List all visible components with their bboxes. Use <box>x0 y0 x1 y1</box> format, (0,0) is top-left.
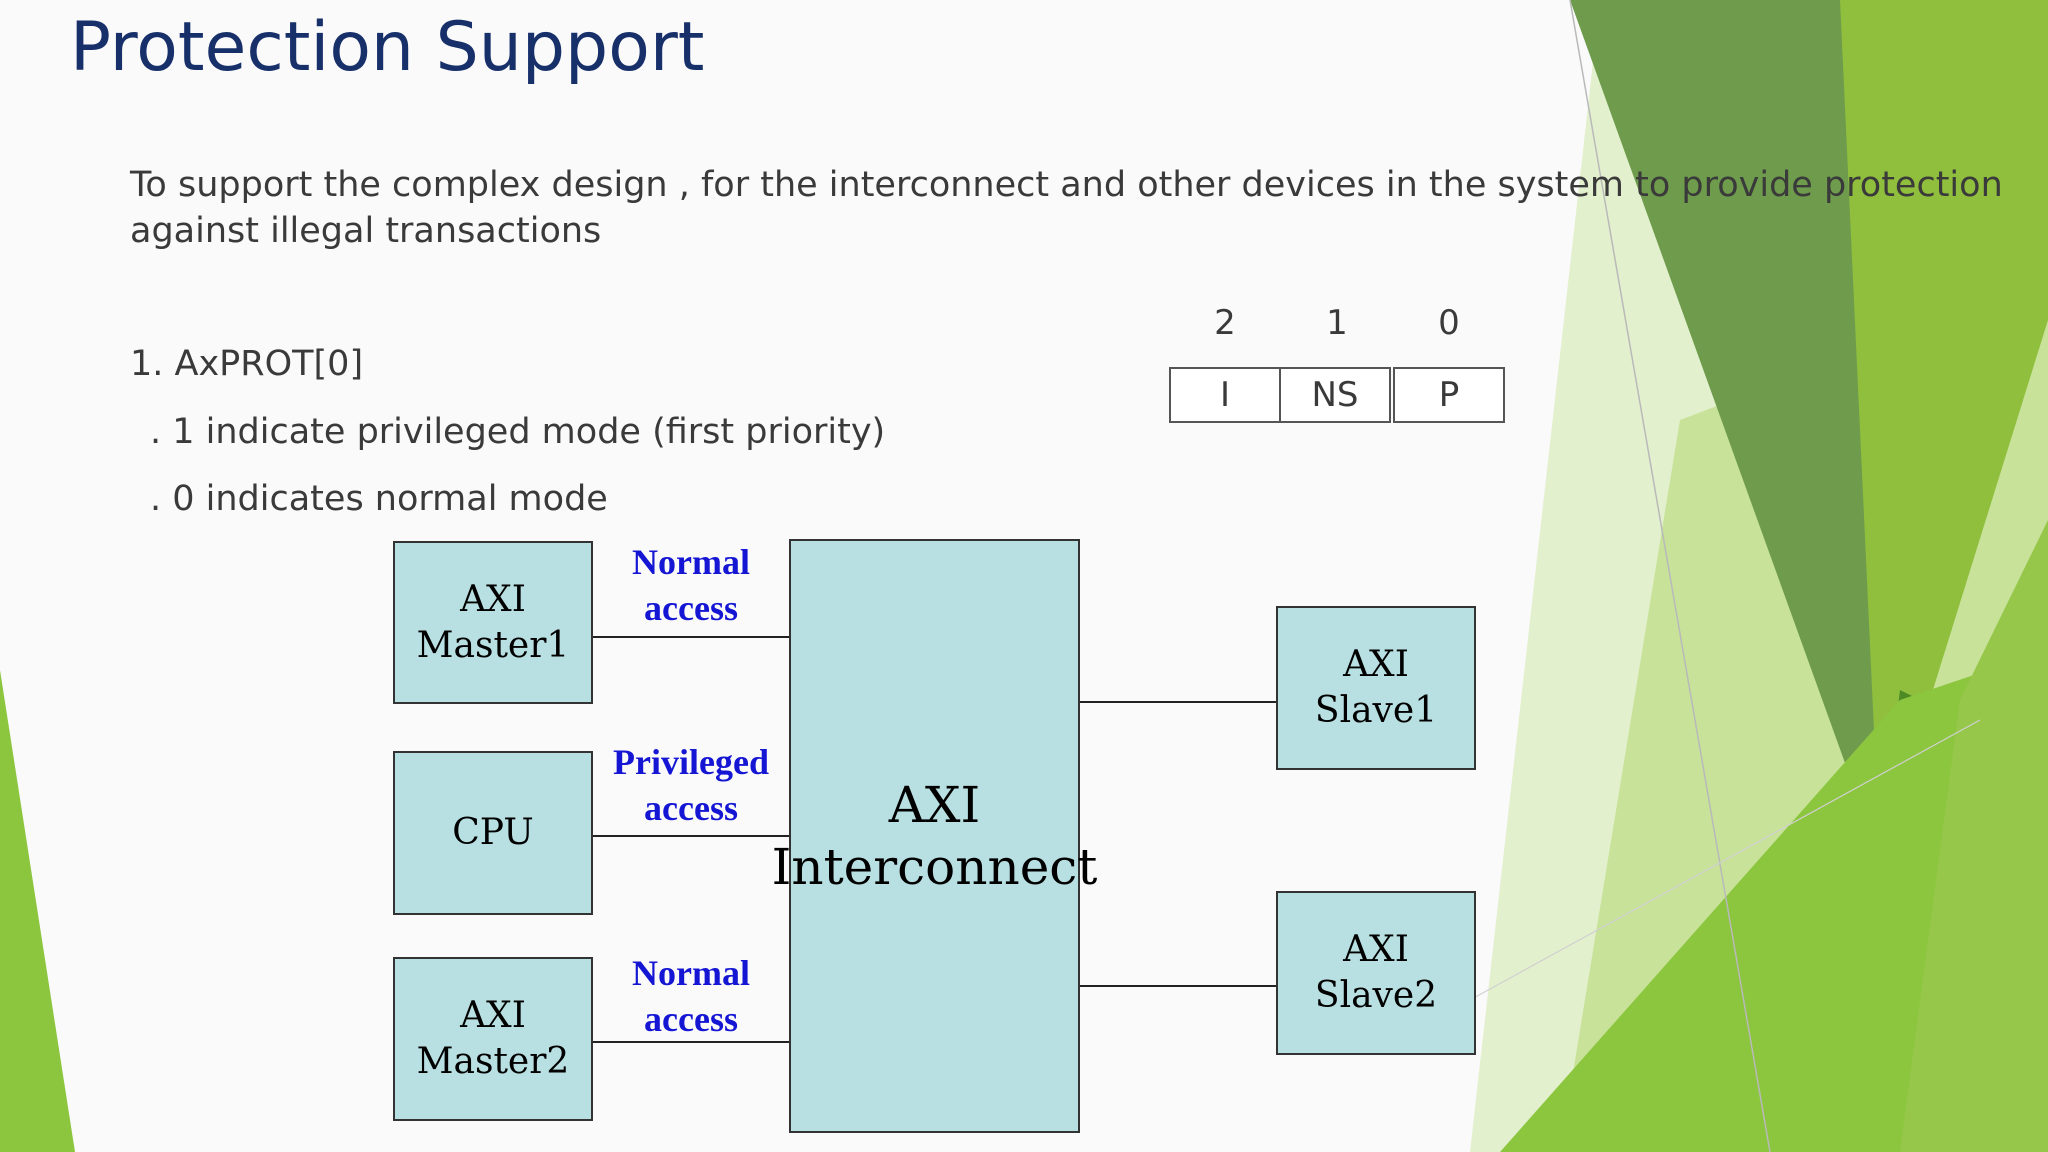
node-axi-interconnect: AXI Interconnect <box>772 539 1097 1133</box>
right-bottom-panel <box>1500 650 2048 1152</box>
node-cpu-line1: CPU <box>452 812 534 853</box>
bullet-privileged: . 1 indicate privileged mode (first prio… <box>150 412 886 452</box>
edge-cpu-interconnect <box>592 835 790 837</box>
edge-label-master2: Normal access <box>592 950 790 1042</box>
node-axi-master1-line1: AXI <box>460 578 526 620</box>
right-mid-panel <box>1840 0 2048 860</box>
node-axi-slave2-line2: Slave2 <box>1314 975 1438 1016</box>
bit-number-1: 1 <box>1326 303 1348 343</box>
node-axi-slave2-line1: AXI <box>1343 929 1409 970</box>
edge-label-cpu-line2: access <box>644 788 738 828</box>
node-axi-master1-line2: Master1 <box>416 624 570 666</box>
bit-field-i: I <box>1169 367 1281 423</box>
bit-field-p: P <box>1393 367 1505 423</box>
node-axi-slave1-line2: Slave1 <box>1314 690 1438 731</box>
thin-line-2 <box>1469 719 1981 1001</box>
edge-interconnect-slave1 <box>1078 701 1278 703</box>
slide-title: Protection Support <box>70 8 705 87</box>
edge-interconnect-slave2 <box>1078 985 1278 987</box>
edge-master1-interconnect <box>592 636 790 638</box>
thin-line-1 <box>1569 0 1771 1152</box>
edge-label-cpu-line1: Privileged <box>613 742 769 782</box>
node-axi-interconnect-line1: AXI <box>888 776 981 834</box>
node-axi-master2-line1: AXI <box>460 995 526 1036</box>
node-cpu: CPU <box>393 751 593 915</box>
edge-label-master1: Normal access <box>592 539 790 631</box>
node-axi-interconnect-line2: Interconnect <box>771 838 1098 896</box>
intro-paragraph: To support the complex design , for the … <box>130 165 2003 251</box>
node-axi-master2-line2: Master2 <box>416 1041 570 1082</box>
edge-label-master1-line1: Normal <box>632 542 750 582</box>
bullet-normal: . 0 indicates normal mode <box>150 479 608 519</box>
node-axi-master2: AXI Master2 <box>393 957 593 1121</box>
edge-master2-interconnect <box>592 1041 790 1043</box>
edge-label-master1-line2: access <box>644 588 738 628</box>
edge-label-cpu: Privileged access <box>592 739 790 831</box>
right-edge-panel <box>1900 520 2048 1152</box>
node-axi-slave1-line1: AXI <box>1343 644 1409 685</box>
list-heading: 1. AxPROT[0] <box>130 344 364 384</box>
bit-number-2: 2 <box>1214 303 1236 343</box>
edge-label-master2-line2: access <box>644 999 738 1039</box>
right-dark-panel <box>1570 0 1900 860</box>
node-axi-slave2: AXI Slave2 <box>1276 891 1476 1055</box>
node-axi-master1: AXI Master1 <box>393 541 593 704</box>
bit-field-ns: NS <box>1279 367 1391 423</box>
edge-label-master2-line1: Normal <box>632 953 750 993</box>
left-green-sliver <box>0 670 75 1152</box>
bit-number-0: 0 <box>1438 303 1460 343</box>
node-axi-slave1: AXI Slave1 <box>1276 606 1476 770</box>
